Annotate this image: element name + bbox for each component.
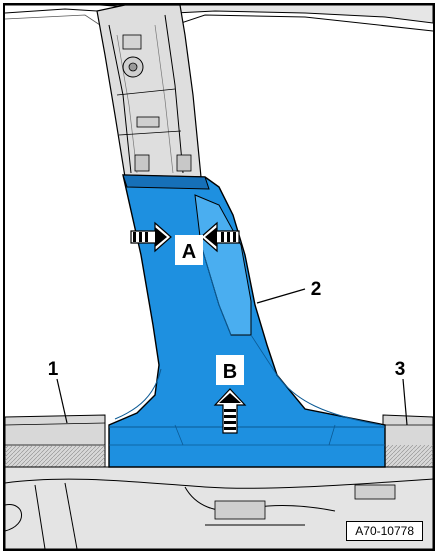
pillar-trim-illustration: A B 1 2 3 [5,5,433,549]
roof-frame [5,5,433,46]
sill-structure [5,414,433,549]
figure-reference: A70-10778 [346,521,423,541]
pillar-trim-panel [108,174,386,468]
callout-1: 1 [48,359,59,380]
arrow-a-right [200,221,240,253]
callout-3: 3 [395,359,406,380]
leader-lines [56,288,408,426]
label-box-a [175,235,203,265]
arrow-a-left [130,221,172,253]
label-box-b [216,355,244,385]
callout-2: 2 [311,279,322,300]
arrow-label-b: B [223,361,237,383]
arrow-b-up [213,388,247,434]
pillar-body-structure [96,5,202,178]
arrow-label-a: A [182,241,196,263]
diagram-frame: A B 1 2 3 A70-10778 [3,3,435,551]
